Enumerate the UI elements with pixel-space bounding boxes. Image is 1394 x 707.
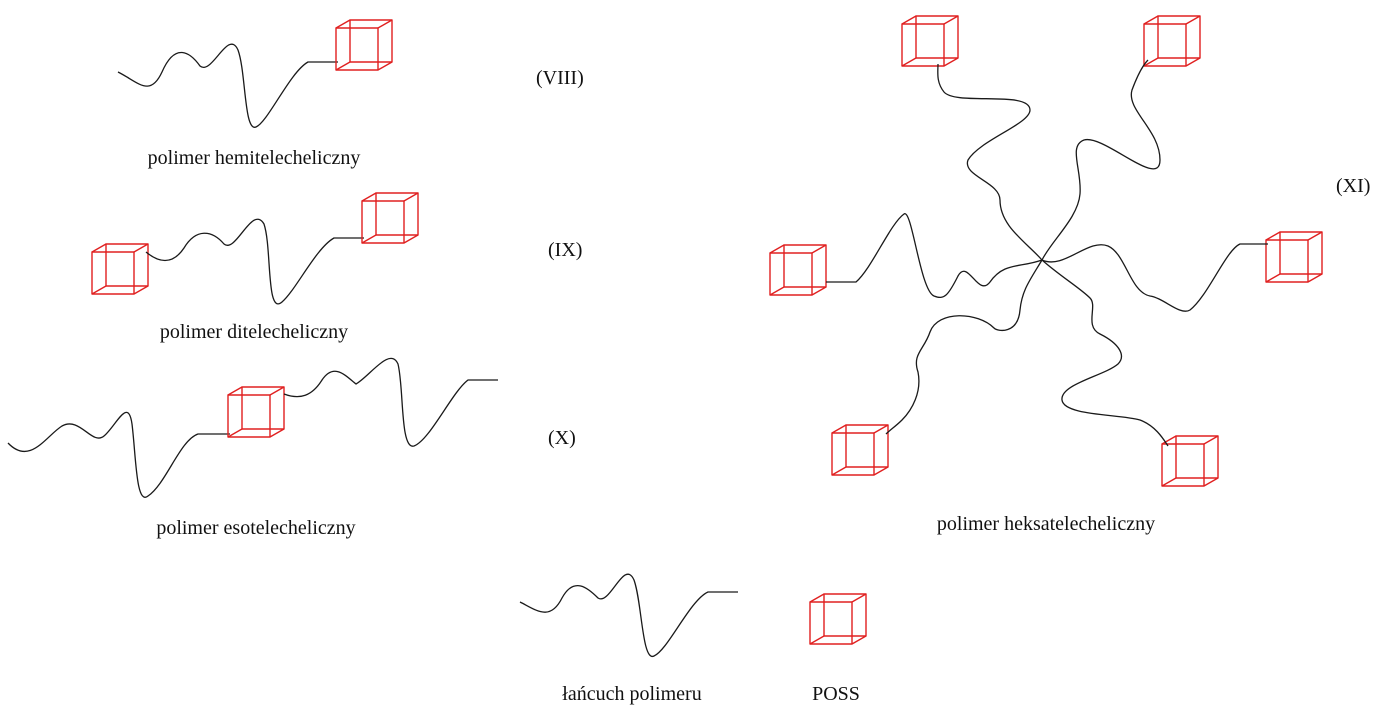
- polymer-chain: [145, 218, 364, 305]
- poss-cube-icon: [227, 386, 285, 438]
- polymer-chain: [117, 43, 338, 128]
- structure-x-graphic: [7, 357, 498, 498]
- structure-numeral-xi: (XI): [1336, 175, 1371, 197]
- poss-cube-icon: [1265, 231, 1323, 283]
- legend-chain-label: łańcuch polimeru: [562, 683, 702, 705]
- caption-hemitelechelic: polimer hemitelecheliczny: [147, 147, 361, 169]
- poss-cube-icon: [1143, 15, 1201, 67]
- polymer-chain: [826, 213, 1043, 299]
- poss-cube-icon: [361, 192, 419, 244]
- legend-poss-cube-icon: [809, 593, 867, 645]
- polymer-chain: [1041, 259, 1169, 447]
- legend-poss-label: POSS: [812, 683, 860, 705]
- legend-graphic: [519, 573, 867, 657]
- poss-cube-icon: [831, 424, 889, 476]
- structure-numeral-x: (X): [548, 427, 576, 449]
- poss-cube-icon: [769, 244, 827, 296]
- structure-ix-graphic: [91, 192, 419, 305]
- structure-viii-graphic: [117, 19, 393, 128]
- poss-cube-icon: [91, 243, 149, 295]
- structure-xi-graphic: [769, 15, 1323, 487]
- legend-chain-sample: [519, 573, 738, 657]
- poss-cube-icon: [1161, 435, 1219, 487]
- polymer-chain: [1041, 243, 1268, 312]
- polymer-chain: [885, 259, 1043, 435]
- caption-esotelechelic: polimer esotelecheliczny: [156, 517, 356, 539]
- caption-hexatelechelic: polimer heksatelecheliczny: [936, 513, 1156, 535]
- polymer-chain: [7, 411, 230, 498]
- poss-cube-icon: [901, 15, 959, 67]
- caption-ditelechelic: polimer ditelecheliczny: [159, 321, 349, 343]
- structure-numeral-ix: (IX): [548, 239, 583, 261]
- poss-cube-icon: [335, 19, 393, 71]
- polymer-chain: [1041, 59, 1161, 261]
- polymer-chain: [937, 63, 1043, 261]
- polymer-chain: [283, 357, 498, 447]
- structure-numeral-viii: (VIII): [536, 67, 584, 89]
